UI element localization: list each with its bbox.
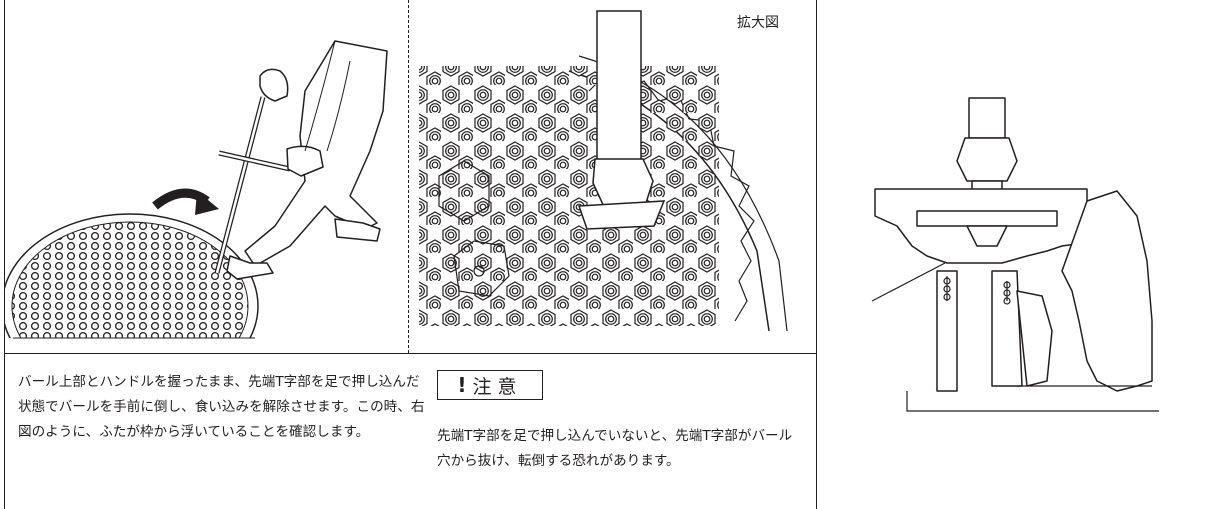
zoom-illustration (409, 1, 815, 352)
horizontal-divider (4, 353, 817, 354)
frame-section (1061, 190, 1153, 392)
figure-frame (4, 0, 1211, 509)
caution-text: 先端T字部を足で押し込んでいないと、先端T字部がバール穴から抜け、転倒する恐れが… (437, 428, 793, 469)
exclamation-icon: ! (457, 373, 467, 397)
cross-section-illustration (817, 1, 1211, 508)
bar-handle (968, 97, 1006, 139)
worker-illustration (5, 1, 407, 352)
panel-divider (816, 0, 817, 509)
bar-shaft (596, 10, 642, 162)
dashed-divider (408, 0, 409, 353)
leader-line (871, 262, 946, 302)
caution-title: 注意 (472, 375, 523, 398)
procedure-description: バール上部とハンドルを握ったまま、先端T字部を足で押し込んだ状態でバールを手前に… (18, 374, 425, 440)
zoom-label: 拡大図 (737, 15, 779, 31)
caution-header: ! 注意 (437, 370, 543, 400)
